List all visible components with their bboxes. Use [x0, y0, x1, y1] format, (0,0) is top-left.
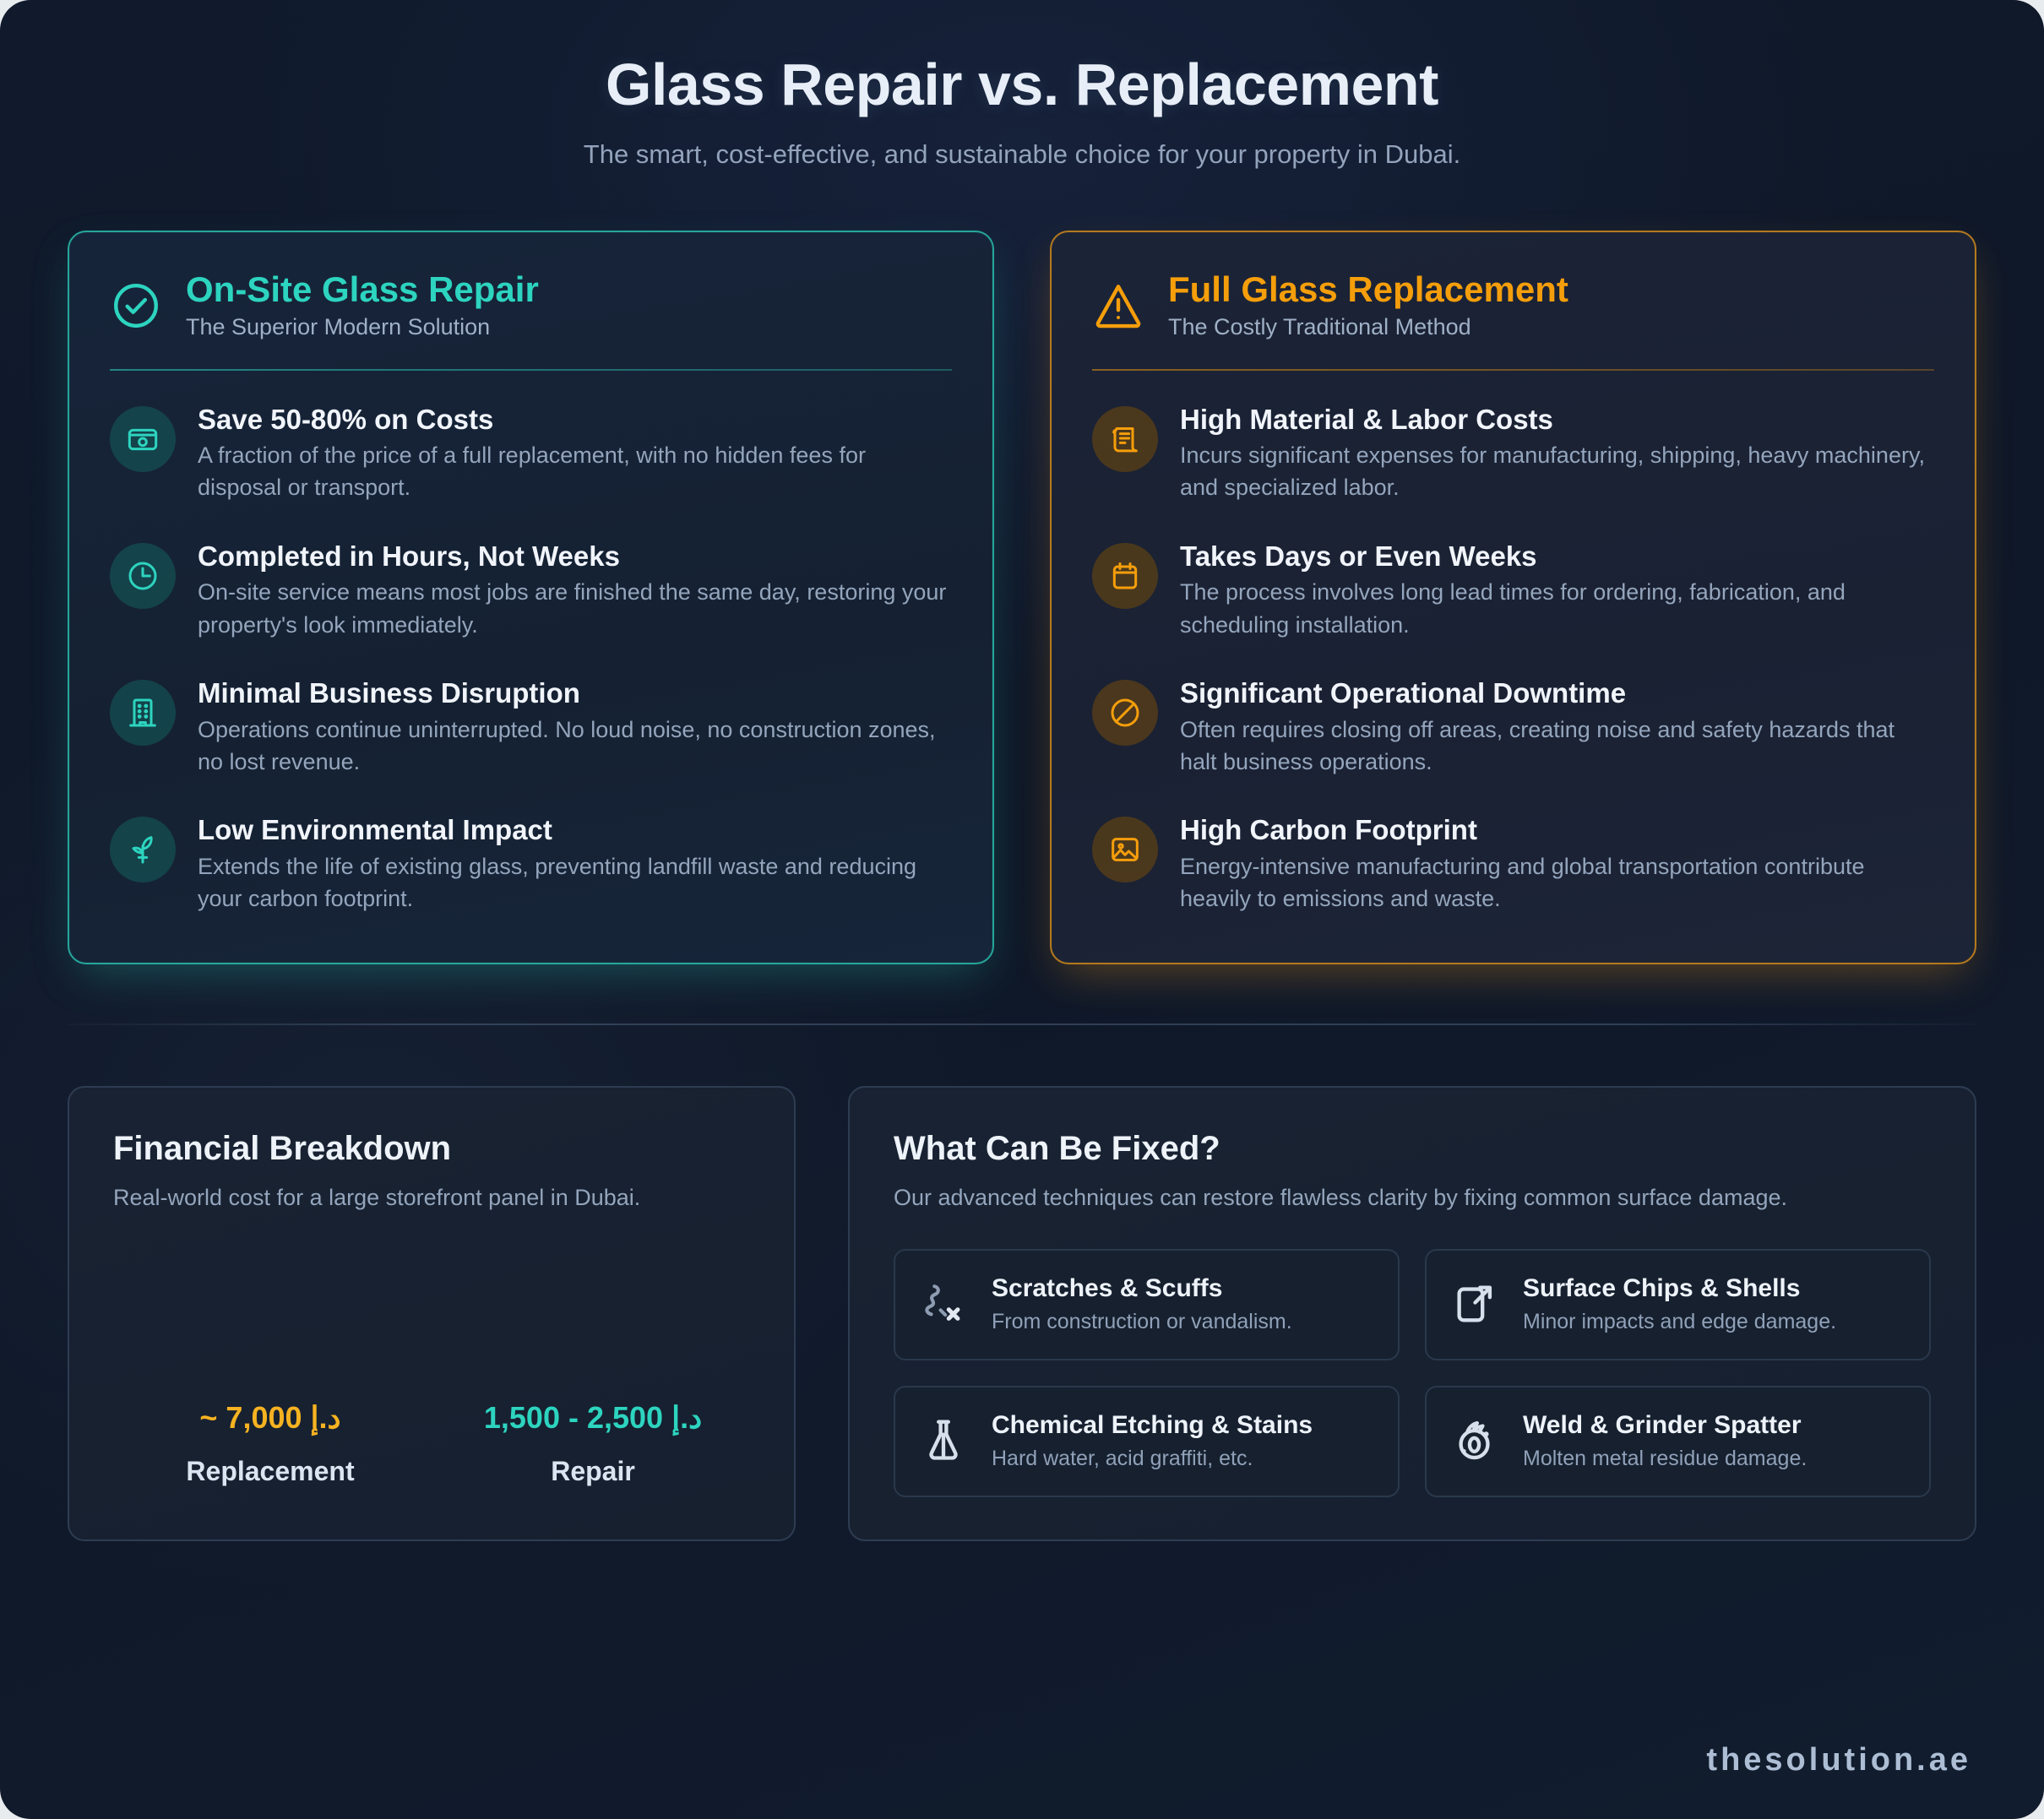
feature-title: High Material & Labor Costs [1180, 403, 1553, 435]
financial-title: Financial Breakdown [113, 1129, 452, 1167]
replacement-feature-3: High Carbon Footprint Energy-intensive m… [1092, 791, 1934, 928]
replacement-card-subtitle: The Costly Traditional Method [1168, 313, 1471, 339]
feature-title: Minimal Business Disruption [198, 677, 580, 709]
chart-column-repair: 1,500 - 2,500 د.إ Repair [472, 1398, 714, 1487]
image-mountain-icon [1092, 817, 1158, 883]
bar-label-repair: Repair [551, 1455, 635, 1486]
repair-feature-0: Save 50-80% on Costs A fraction of the p… [110, 381, 952, 518]
feature-title: Low Environmental Impact [198, 814, 552, 846]
warning-triangle-icon [1092, 280, 1144, 332]
feature-desc: Extends the life of existing glass, prev… [198, 853, 917, 912]
feature-title: Completed in Hours, Not Weeks [198, 540, 620, 572]
feature-desc: Often requires closing off areas, creati… [1180, 716, 1895, 774]
spark-flame-icon [1450, 1415, 1503, 1468]
site-watermark: thesolution.ae [1706, 1742, 1971, 1778]
damage-tile-etching[interactable]: Chemical Etching & Stains Hard water, ac… [894, 1385, 1400, 1497]
damage-title: Scratches & Scuffs [992, 1274, 1223, 1303]
feature-title: Significant Operational Downtime [1180, 677, 1627, 709]
header: Glass Repair vs. Replacement The smart, … [0, 0, 2044, 170]
replacement-card-divider [1092, 368, 1934, 371]
check-circle-icon [110, 280, 162, 332]
calendar-icon [1092, 542, 1158, 609]
damage-desc: Molten metal residue damage. [1523, 1446, 1808, 1470]
repair-feature-1: Completed in Hours, Not Weeks On-site se… [110, 518, 952, 654]
replacement-card-title: Full Glass Replacement [1168, 269, 1568, 309]
replacement-card-header: Full Glass Replacement The Costly Tradit… [1092, 269, 1934, 369]
no-entry-icon [1092, 680, 1158, 747]
replacement-card: Full Glass Replacement The Costly Tradit… [1050, 231, 1976, 964]
damage-desc: Hard water, acid graffiti, etc. [992, 1446, 1253, 1470]
feature-desc: Incurs significant expenses for manufact… [1180, 443, 1925, 501]
replacement-feature-1: Takes Days or Even Weeks The process inv… [1092, 518, 1934, 654]
what-can-be-fixed-card: What Can Be Fixed? Our advanced techniqu… [848, 1085, 1976, 1541]
fixed-subtitle: Our advanced techniques can restore flaw… [894, 1184, 1788, 1210]
damage-title: Chemical Etching & Stains [992, 1411, 1313, 1440]
feature-desc: On-site service means most jobs are fini… [198, 579, 947, 638]
financial-subtitle: Real-world cost for a large storefront p… [113, 1184, 641, 1210]
feature-desc: Energy-intensive manufacturing and globa… [1180, 853, 1865, 912]
repair-card-title: On-Site Glass Repair [186, 269, 539, 309]
repair-feature-3: Low Environmental Impact Extends the lif… [110, 791, 952, 928]
receipt-icon [1092, 405, 1158, 472]
chart-column-replacement: ~ 7,000 د.إ Replacement [149, 1398, 391, 1487]
scratch-x-icon [919, 1279, 971, 1331]
bar-label-replacement: Replacement [186, 1455, 355, 1486]
feature-desc: The process involves long lead times for… [1180, 579, 1846, 638]
feature-title: Save 50-80% on Costs [198, 403, 494, 435]
repair-feature-2: Minimal Business Disruption Operations c… [110, 654, 952, 791]
clock-icon [110, 542, 176, 609]
building-icon [110, 680, 176, 747]
wallet-icon [110, 405, 176, 472]
damage-tile-chips[interactable]: Surface Chips & Shells Minor impacts and… [1425, 1248, 1931, 1360]
feature-title: Takes Days or Even Weeks [1180, 540, 1537, 572]
damage-title: Weld & Grinder Spatter [1523, 1411, 1802, 1440]
replacement-feature-0: High Material & Labor Costs Incurs signi… [1092, 381, 1934, 518]
fixed-title: What Can Be Fixed? [894, 1129, 1220, 1167]
repair-card-subtitle: The Superior Modern Solution [186, 313, 491, 339]
section-divider [68, 1023, 1976, 1025]
page-title: Glass Repair vs. Replacement [606, 52, 1438, 117]
feature-title: High Carbon Footprint [1180, 814, 1477, 846]
bottom-row: Financial Breakdown Real-world cost for … [0, 1025, 2044, 1541]
feature-desc: Operations continue uninterrupted. No lo… [198, 716, 936, 774]
damage-tile-spatter[interactable]: Weld & Grinder Spatter Molten metal resi… [1425, 1385, 1931, 1497]
damage-types-grid: Scratches & Scuffs From construction or … [894, 1248, 1931, 1497]
damage-desc: Minor impacts and edge damage. [1523, 1309, 1837, 1333]
damage-tile-scratches[interactable]: Scratches & Scuffs From construction or … [894, 1248, 1400, 1360]
cost-bar-chart: ~ 7,000 د.إ Replacement 1,500 - 2,500 د.… [113, 1214, 750, 1497]
repair-card-header: On-Site Glass Repair The Superior Modern… [110, 269, 952, 369]
damage-desc: From construction or vandalism. [992, 1309, 1292, 1333]
bar-value-replacement: ~ 7,000 د.إ [199, 1400, 341, 1436]
page-subtitle: The smart, cost-effective, and sustainab… [583, 139, 1461, 169]
damage-title: Surface Chips & Shells [1523, 1274, 1801, 1303]
sprout-icon [110, 817, 176, 883]
replacement-feature-2: Significant Operational Downtime Often r… [1092, 654, 1934, 791]
flask-icon [919, 1415, 971, 1468]
financial-breakdown-card: Financial Breakdown Real-world cost for … [68, 1085, 796, 1541]
bar-value-repair: 1,500 - 2,500 د.إ [483, 1400, 703, 1436]
feature-desc: A fraction of the price of a full replac… [198, 443, 866, 501]
comparison-row: On-Site Glass Repair The Superior Modern… [0, 170, 2044, 964]
chip-corner-icon [1450, 1279, 1503, 1331]
repair-card-divider [110, 368, 952, 371]
repair-card: On-Site Glass Repair The Superior Modern… [68, 231, 994, 964]
